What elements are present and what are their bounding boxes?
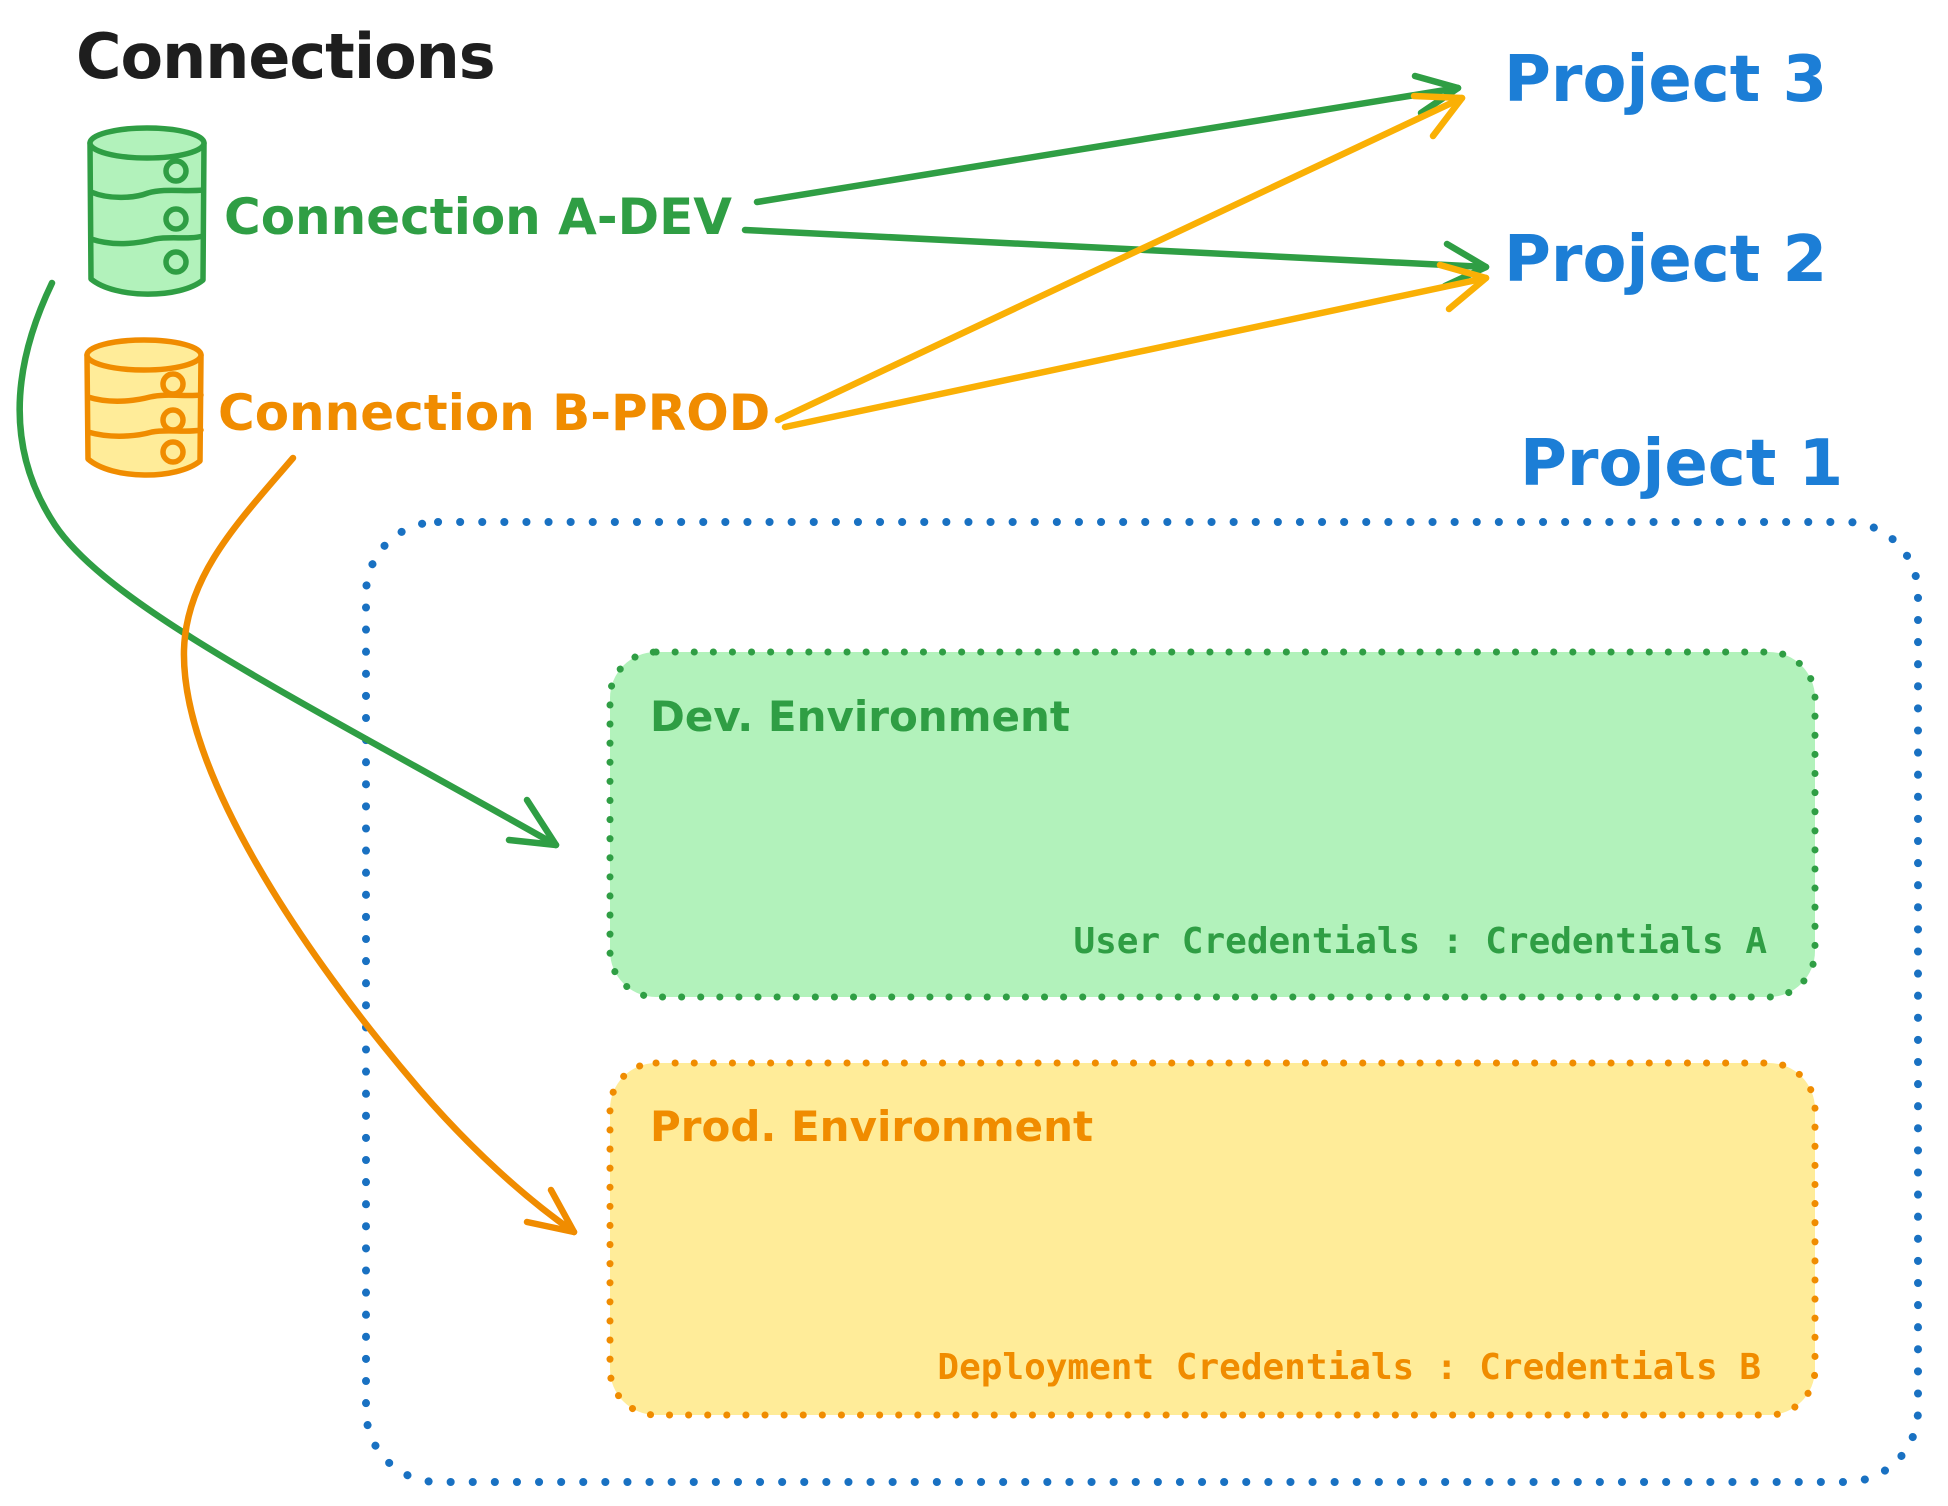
database-led (163, 249, 189, 275)
dev-environment-credentials: User Credentials : Credentials A (1073, 921, 1767, 962)
arrowhead (523, 1186, 578, 1236)
database-divider (85, 392, 204, 404)
dev-environment-title: Dev. Environment (650, 692, 1070, 741)
arrow-shaft (180, 454, 578, 1236)
project-2-label: Project 2 (1504, 223, 1828, 297)
database-led (163, 206, 189, 232)
arrowhead (505, 796, 560, 849)
project-1-container-box (362, 518, 1922, 1486)
diagram-title: Connections (76, 20, 496, 93)
database-icon-a-dev (87, 125, 207, 297)
connection-b-prod-label: Connection B-PROD (218, 384, 771, 442)
arrowhead (1436, 261, 1490, 313)
database-divider (88, 187, 206, 201)
project-1-label: Project 1 (1520, 427, 1844, 501)
database-body (84, 352, 204, 478)
database-led (160, 371, 186, 397)
database-led (160, 439, 186, 465)
arrow-b-prod-to-prod-environment (180, 454, 578, 1236)
project-3-label: Project 3 (1504, 43, 1828, 117)
database-led (160, 407, 186, 433)
arrow-shaft (753, 84, 1462, 206)
dev-environment-box (606, 648, 1819, 1001)
arrowhead (1410, 92, 1466, 140)
arrow-a-dev-to-project-2 (741, 226, 1490, 290)
arrow-b-prod-to-project-3 (774, 92, 1466, 424)
database-led (163, 158, 189, 184)
connection-a-dev-label: Connection A-DEV (224, 188, 732, 246)
arrow-shaft (774, 94, 1466, 424)
arrow-a-dev-to-dev-environment (16, 279, 560, 849)
database-divider (85, 427, 204, 439)
database-top (84, 337, 204, 373)
arrow-b-prod-to-project-2 (781, 261, 1490, 431)
database-divider (88, 233, 206, 247)
arrow-shaft (741, 226, 1490, 271)
arrow-shaft (781, 274, 1490, 431)
database-icon-b-prod (84, 337, 204, 478)
arrow-shaft (16, 279, 560, 849)
arrow-a-dev-to-project-3 (753, 72, 1462, 206)
prod-environment-title: Prod. Environment (650, 1102, 1094, 1151)
prod-environment-box (606, 1059, 1819, 1419)
arrowhead (1411, 72, 1462, 117)
database-top (87, 125, 207, 161)
arrowhead (1441, 240, 1490, 290)
prod-environment-credentials: Deployment Credentials : Credentials B (937, 1347, 1761, 1388)
